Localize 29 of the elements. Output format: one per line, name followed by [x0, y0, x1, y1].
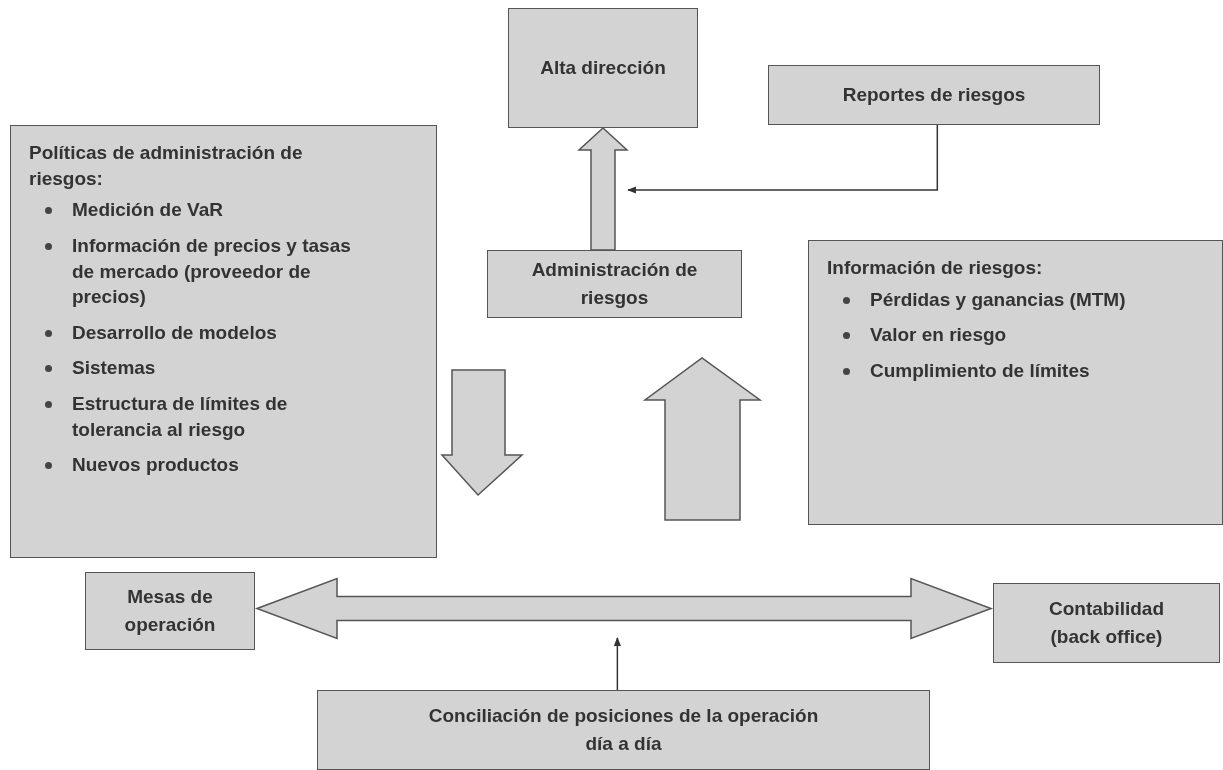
bullet-item: Medición de VaR: [72, 198, 223, 223]
bullet-item: Valor en riesgo: [870, 323, 1007, 348]
bullet-item: Sistemas: [72, 356, 156, 381]
bullet-item: Nuevos productos: [72, 453, 239, 478]
box-heading: Políticas de administración de riesgos:: [29, 141, 304, 191]
node-label: Mesas de operación: [123, 585, 217, 637]
process-box: [85, 572, 255, 650]
box-heading: Información de riesgos:: [827, 256, 1044, 280]
node-label: Conciliación de posiciones de la operación día a día: [427, 704, 820, 756]
arrow: [627, 124, 939, 194]
node-label: Contabilidad (back office): [1047, 597, 1166, 649]
node-label: Alta dirección: [540, 56, 666, 81]
process-box: [317, 690, 930, 770]
bullet-item: Desarrollo de modelos: [72, 320, 277, 345]
process-box: [10, 125, 437, 558]
bullet-item: Cumplimiento de límites: [870, 358, 1090, 383]
node-label: Administración de riesgos: [530, 258, 699, 310]
block-arrow: [577, 127, 629, 251]
process-box: [808, 240, 1223, 525]
arrow: [613, 637, 621, 691]
process-box: [993, 583, 1220, 663]
double-headed-arrow: [254, 577, 994, 640]
bullet-item: Pérdidas y ganancias (MTM): [870, 287, 1126, 312]
bullet-item: Estructura de límites de tolerancia al riesgo: [72, 392, 289, 442]
node-label: Reportes de riesgos: [842, 83, 1026, 108]
bullet-item: Información de precios y tasas de mercado (proveedor de precios): [72, 233, 352, 310]
process-box: [487, 250, 742, 318]
process-box: [768, 65, 1100, 125]
process-box: [508, 8, 698, 128]
